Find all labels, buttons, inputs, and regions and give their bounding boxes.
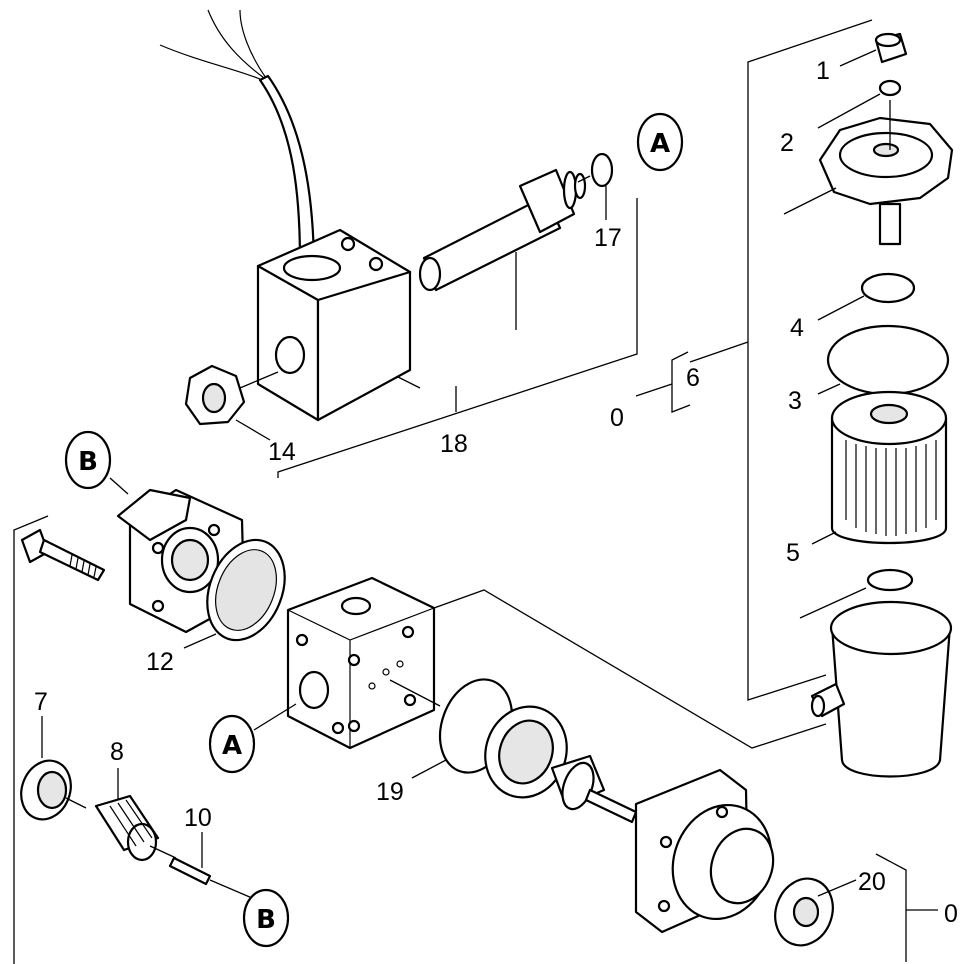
gear-set	[484, 705, 638, 824]
reference-a-mid-label: A	[222, 731, 242, 761]
plug	[20, 716, 87, 821]
filter-assembly	[783, 32, 954, 778]
part-label-12: 12	[146, 648, 174, 676]
assembly-bracket-lines	[13, 19, 938, 964]
part-label-7: 7	[34, 688, 48, 716]
valve-spring	[94, 768, 177, 862]
part-number-labels: 1 2 3 4 5 6 7 8 10 12 14 17 18 19 20 0 0	[34, 57, 958, 928]
part-label-0-right: 0	[944, 900, 958, 928]
reference-b-top-label: B	[78, 447, 98, 477]
reference-b-top: B	[64, 430, 112, 490]
solenoid-tube	[418, 168, 587, 292]
part-label-20: 20	[858, 868, 886, 896]
part-label-3: 3	[788, 387, 802, 415]
reference-b-bottom-label: B	[256, 905, 276, 935]
part-label-19: 19	[376, 778, 404, 806]
hex-nut	[184, 364, 279, 441]
part-label-6: 6	[686, 364, 700, 392]
solenoid-coil	[159, 9, 412, 422]
bearing	[774, 877, 857, 947]
pin	[168, 832, 253, 899]
bolt	[20, 528, 106, 582]
part-label-5: 5	[786, 539, 800, 567]
part-label-0-left: 0	[610, 404, 624, 432]
part-label-10: 10	[184, 804, 212, 832]
pump-housing	[634, 768, 775, 934]
reference-a-top-label: A	[650, 129, 670, 159]
o-ring-17	[577, 152, 614, 220]
part-label-2: 2	[780, 129, 794, 157]
part-label-1: 1	[816, 57, 830, 85]
pump-block	[253, 576, 441, 750]
reference-a-top: A	[636, 112, 684, 172]
reference-a-mid: A	[208, 714, 256, 774]
reference-b-bottom: B	[242, 888, 290, 948]
part-label-8: 8	[110, 738, 124, 766]
part-label-17: 17	[594, 224, 622, 252]
part-label-4: 4	[790, 314, 804, 342]
part-label-14: 14	[268, 438, 296, 466]
diaphragm	[183, 538, 286, 649]
part-label-18: 18	[440, 430, 468, 458]
